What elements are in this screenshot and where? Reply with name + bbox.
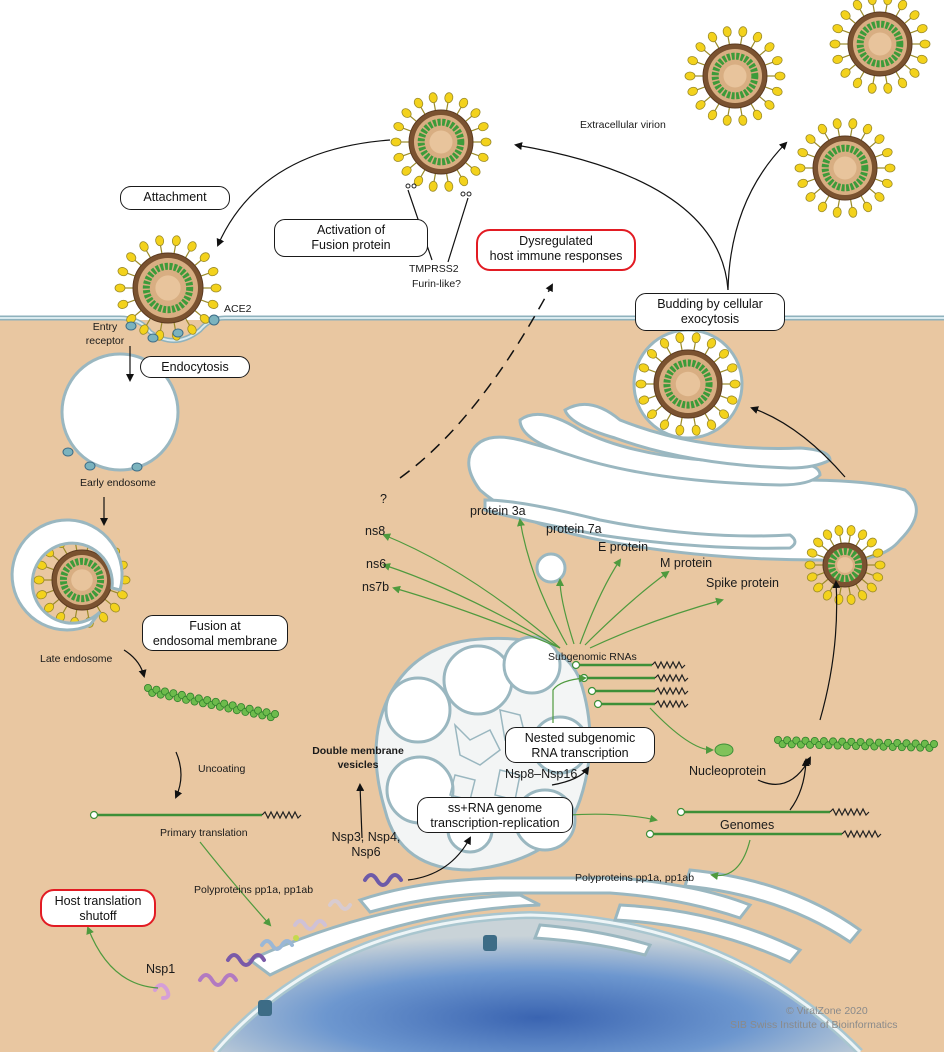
label-late-endosome: Late endosome xyxy=(40,653,113,665)
early-endosome xyxy=(60,352,180,472)
label-double-membrane-vesicles: Double membrane vesicles xyxy=(312,745,404,771)
copyright-line-2: SIB Swiss Institute of Bioinformatics xyxy=(730,1019,898,1031)
label-subgenomic-rnas: Subgenomic RNAs xyxy=(548,651,637,663)
box-fusion-endosomal: Fusion at endosomal membrane xyxy=(142,615,288,651)
label-uncoating: Uncoating xyxy=(198,763,246,775)
label-nsp3-nsp4-nsp6: Nsp3, Nsp4, Nsp6 xyxy=(331,830,401,859)
nucleoprotein-blob xyxy=(714,743,734,757)
label-primary-translation: Primary translation xyxy=(160,827,248,839)
green-arrows xyxy=(86,518,751,989)
box-nested-subgenomic-transcription: Nested subgenomic RNA transcription xyxy=(505,727,655,763)
label-ns7b: ns7b xyxy=(362,580,390,594)
polyprotein-chains xyxy=(153,873,403,1000)
label-nucleoprotein: Nucleoprotein xyxy=(689,764,767,778)
virion-extracellular-2 xyxy=(829,0,931,94)
label-e-protein: E protein xyxy=(598,540,649,554)
label-ace2: ACE2 xyxy=(224,303,252,315)
golgi-apparatus xyxy=(467,402,918,563)
black-arrows xyxy=(100,139,846,881)
label-m-protein: M protein xyxy=(660,556,713,570)
virion-extracellular-1 xyxy=(684,26,786,126)
virion-budding xyxy=(635,332,741,436)
label-ns8: ns8 xyxy=(365,524,386,538)
label-nsp8-nsp16: Nsp8–Nsp16 xyxy=(505,767,578,781)
label-nsp1: Nsp1 xyxy=(146,962,176,976)
label-protein-7a: protein 7a xyxy=(546,522,602,536)
dashed-arrow xyxy=(399,283,553,479)
label-furin-like: Furin-like? xyxy=(412,278,462,290)
box-attachment: Attachment xyxy=(120,186,230,210)
label-spike-protein: Spike protein xyxy=(706,576,779,590)
poly-a-tails xyxy=(261,660,882,839)
box-host-translation-shutoff: Host translation shutoff xyxy=(40,889,156,927)
label-polyproteins-left: Polyproteins pp1a, pp1ab xyxy=(194,884,314,896)
label-question-mark: ? xyxy=(380,492,387,506)
label-tmprss2: TMPRSS2 xyxy=(409,263,459,275)
rna-strands xyxy=(96,663,842,836)
virion-extracellular-3 xyxy=(794,118,896,218)
label-entry-receptor: Entry receptor xyxy=(85,321,125,347)
protease-scissors xyxy=(405,183,472,197)
box-budding-exocytosis: Budding by cellular exocytosis xyxy=(635,293,785,331)
box-activation-fusion-protein: Activation of Fusion protein xyxy=(274,219,428,257)
virion-activation xyxy=(390,92,492,192)
label-ns6: ns6 xyxy=(366,557,387,571)
box-genome-transcription-replication: ss+RNA genome transcription-replication xyxy=(417,797,573,833)
new-nucleocapsid xyxy=(774,736,939,752)
label-genomes: Genomes xyxy=(720,818,775,832)
uncoated-nucleocapsid xyxy=(143,684,279,722)
nuclear-pores xyxy=(258,935,497,1016)
ace2-receptors xyxy=(62,314,220,472)
endoplasmic-reticulum xyxy=(247,868,863,977)
late-endosome xyxy=(10,518,124,632)
box-dysregulated-immune: Dysregulated host immune responses xyxy=(476,229,636,271)
box-endocytosis: Endocytosis xyxy=(140,356,250,378)
label-extracellular-virion: Extracellular virion xyxy=(580,119,666,131)
virion-assembling xyxy=(804,525,886,605)
copyright-line-1: © ViralZone 2020 xyxy=(786,1005,868,1017)
label-polyproteins-right: Polyproteins pp1a, pp1ab xyxy=(575,872,695,884)
label-early-endosome: Early endosome xyxy=(80,477,156,489)
virion-attachment xyxy=(114,235,222,341)
label-protein-3a: protein 3a xyxy=(470,504,526,518)
